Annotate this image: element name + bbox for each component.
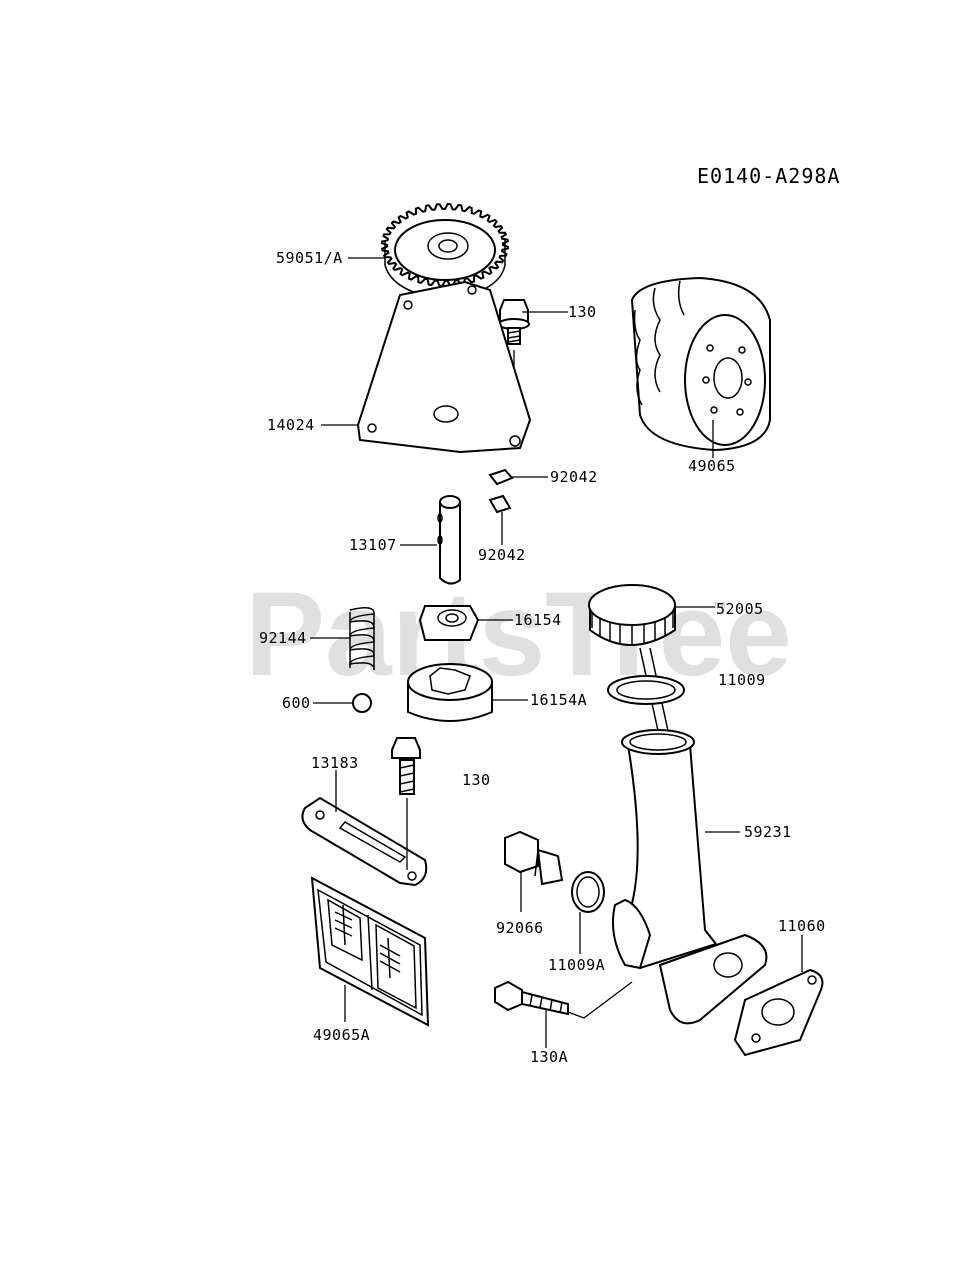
label-plate: 14024	[267, 416, 315, 434]
bolt-low-part[interactable]	[494, 980, 569, 1016]
ball-part[interactable]	[352, 693, 372, 713]
bracket-part[interactable]	[301, 796, 428, 887]
label-gasket: 11060	[778, 917, 826, 935]
outer-rotor-part[interactable]	[407, 663, 493, 722]
label-bolt-low: 130A	[530, 1048, 568, 1066]
label-outer-rotor: 16154A	[530, 691, 587, 709]
label-pin-1: 92042	[550, 468, 598, 486]
label-shaft: 13107	[349, 536, 397, 554]
strainer-part[interactable]	[310, 876, 430, 1027]
spring-part[interactable]	[349, 607, 375, 671]
oring-part[interactable]	[607, 675, 685, 705]
oil-filter-part[interactable]	[630, 276, 771, 452]
pump-cover-plate[interactable]	[356, 280, 532, 454]
label-inner-rotor: 16154	[514, 611, 562, 629]
watermark-trademark: ™	[712, 599, 726, 615]
bolt-mid-part[interactable]	[391, 737, 421, 795]
label-ball: 600	[282, 694, 311, 712]
label-bolt-top: 130	[568, 303, 597, 321]
shaft-part[interactable]	[437, 495, 461, 585]
washer-part[interactable]	[571, 871, 605, 913]
label-gauge-pipe: 59231	[744, 823, 792, 841]
gasket-part[interactable]	[733, 968, 824, 1057]
cap-part[interactable]	[588, 584, 676, 646]
pin-1-part[interactable]	[488, 468, 514, 486]
label-washer: 11009A	[548, 956, 605, 974]
label-filter: 49065	[688, 457, 736, 475]
label-bolt-mid: 130	[462, 771, 491, 789]
label-oring: 11009	[718, 671, 766, 689]
gauge-pipe-part[interactable]	[612, 729, 768, 1025]
bolt-top-part[interactable]	[498, 299, 530, 345]
label-cap: 52005	[716, 600, 764, 618]
gear-part[interactable]	[381, 202, 509, 301]
diagram-code: E0140-A298A	[697, 164, 840, 188]
label-pin-2: 92042	[478, 546, 526, 564]
label-bracket: 13183	[311, 754, 359, 772]
watermark: PartsTree	[245, 567, 792, 701]
label-plug: 92066	[496, 919, 544, 937]
label-gear: 59051/A	[276, 249, 343, 267]
inner-rotor-part[interactable]	[418, 605, 480, 641]
label-spring: 92144	[259, 629, 307, 647]
label-strainer: 49065A	[313, 1026, 370, 1044]
pin-2-part[interactable]	[488, 494, 512, 514]
plug-part[interactable]	[504, 830, 564, 886]
